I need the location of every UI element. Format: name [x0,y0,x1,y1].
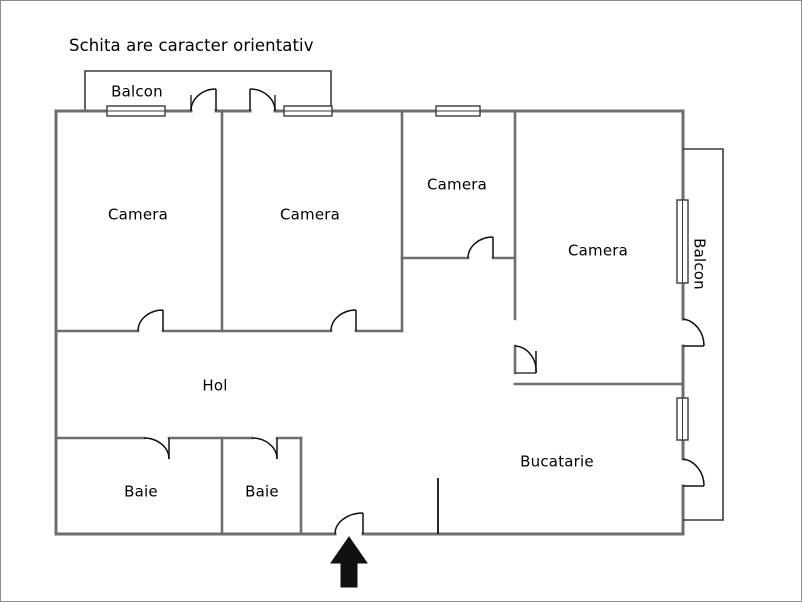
room-label-baie-1: Baie [124,482,158,501]
windows [106,105,689,441]
interior-walls [54,109,685,536]
room-label-camera-3: Camera [426,175,488,194]
room-label-camera-1: Camera [107,205,169,224]
balcon-right-walls [683,148,724,521]
balcon-top-walls [84,70,332,111]
room-label-balcon-top: Balcon [111,82,163,101]
room-label-bucatarie: Bucatarie [520,452,594,471]
room-label-camera-2: Camera [279,205,341,224]
top-wall-door-jambs [190,95,276,111]
entrance-arrow [330,536,368,588]
window-mullions [107,110,683,440]
room-label-hol: Hol [202,376,228,395]
plan-caption: Schita are caracter orientativ [69,36,314,55]
room-label-balcon-right: Balcon [690,238,709,290]
room-label-baie-2: Baie [245,482,279,501]
room-label-camera-4: Camera [567,241,629,260]
door-swings [137,88,705,535]
outer-walls [54,109,685,536]
